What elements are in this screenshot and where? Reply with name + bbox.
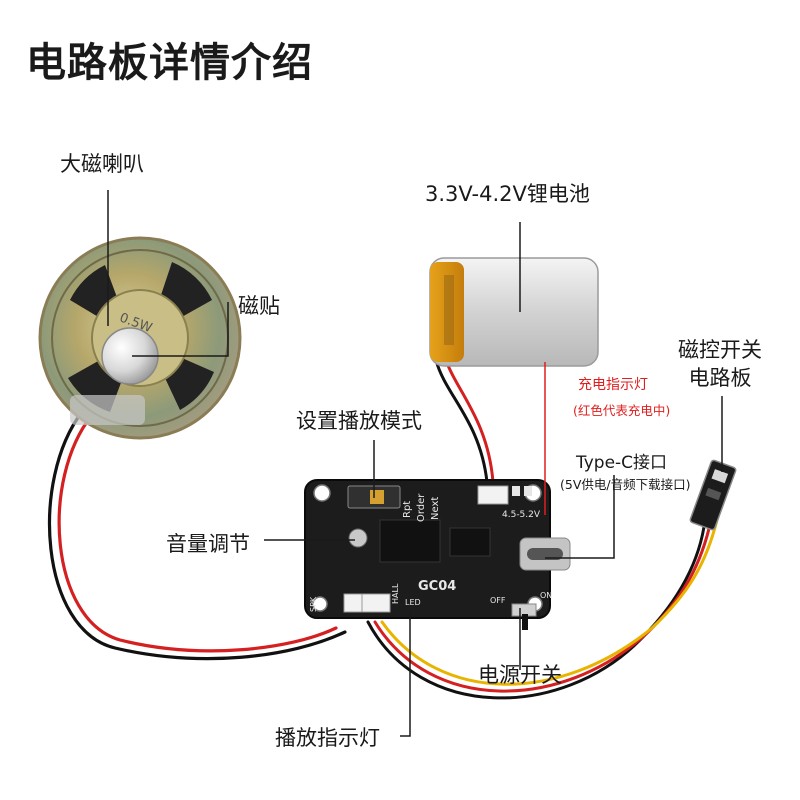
label-power-switch: 电源开关 <box>478 663 562 687</box>
silk-mode-order: Order <box>416 493 427 522</box>
label-typec-note: (5V供电/音频下载接口) <box>560 477 691 492</box>
label-magnetic-switch-line2: 电路板 <box>688 366 752 390</box>
callout-magnet <box>132 302 229 357</box>
silk-mode-next: Next <box>430 497 441 520</box>
label-charge-led: 充电指示灯 <box>578 377 648 393</box>
speaker-wires <box>48 410 347 661</box>
silk-voltage: 4.5-5.2V <box>502 510 541 520</box>
callout-lines <box>107 190 723 737</box>
silk-spk: SPK <box>309 596 318 612</box>
hall-sensor-wires <box>366 518 719 700</box>
battery <box>429 257 599 367</box>
pcb-board: Rpt Order Next GC04 4.5-5.2V SPK HALL LE… <box>304 479 571 630</box>
label-charge-led-note: (红色代表充电中) <box>573 403 671 418</box>
label-magnet: 磁贴 <box>238 294 280 318</box>
callout-play-led <box>400 612 411 737</box>
label-typec: Type-C接口 <box>576 453 668 473</box>
silk-mode-rpt: Rpt <box>402 501 413 518</box>
label-magnetic-switch: 磁控开关 电路板 <box>678 336 762 392</box>
label-volume: 音量调节 <box>166 532 250 556</box>
silk-led: LED <box>405 598 421 607</box>
label-magnetic-switch-line1: 磁控开关 <box>678 338 762 362</box>
label-speaker: 大磁喇叭 <box>60 152 144 176</box>
battery-wires <box>434 358 495 484</box>
page-title: 电路板详情介绍 <box>26 40 313 86</box>
silk-off: OFF <box>490 596 506 605</box>
label-play-led: 播放指示灯 <box>275 726 380 750</box>
silk-model: GC04 <box>418 579 456 594</box>
callout-typec <box>545 475 615 559</box>
label-mode-switch: 设置播放模式 <box>296 409 422 433</box>
label-battery: 3.3V-4.2V锂电池 <box>425 182 590 206</box>
silk-on: ON <box>540 591 552 600</box>
silk-hall: HALL <box>391 583 400 604</box>
speaker: 0.5W <box>38 236 242 440</box>
hall-sensor-board <box>689 459 737 531</box>
